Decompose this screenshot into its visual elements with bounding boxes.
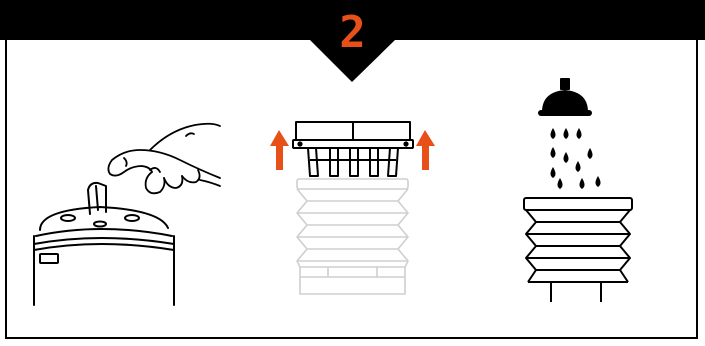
step-number: 2 (339, 7, 366, 58)
illustration-area (33, 78, 633, 306)
bellows-rinsed (523, 197, 633, 302)
up-arrow-icon (270, 130, 435, 170)
card-frame (5, 5, 698, 339)
hand-press-icon (107, 122, 221, 195)
device-body (33, 181, 175, 306)
shower-icon (538, 78, 592, 116)
bellows-faded (296, 178, 409, 295)
water-drops (550, 128, 601, 189)
top-cap (292, 121, 414, 177)
